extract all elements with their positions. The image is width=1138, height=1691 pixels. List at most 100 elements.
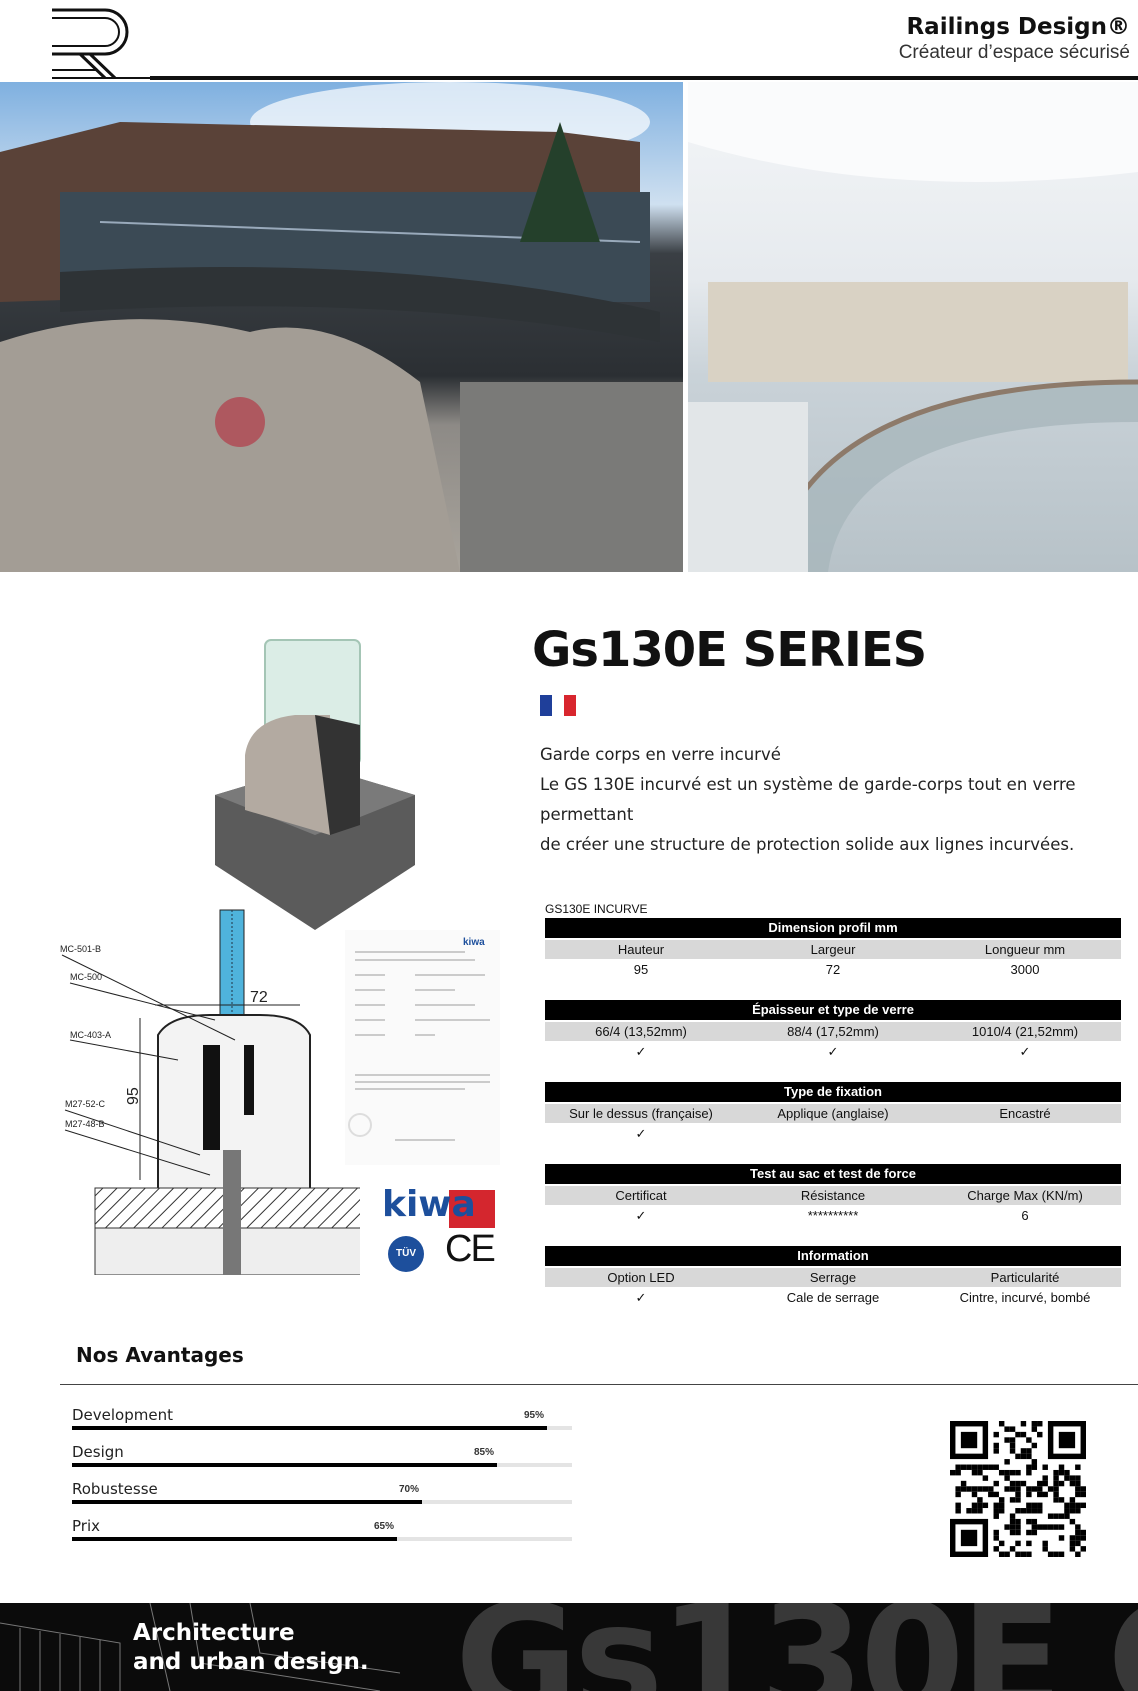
kiwa-logo-text: kiwa <box>382 1184 476 1225</box>
railings-design-logo <box>52 8 150 80</box>
cell-value: 95 <box>633 962 649 977</box>
progress-fill <box>72 1426 547 1430</box>
building-sketch-illustration <box>0 1603 401 1691</box>
drawing-label: M27-48-B <box>65 1119 105 1129</box>
progress-fill <box>72 1463 497 1467</box>
kiwa-logo: kiwa <box>382 1184 495 1230</box>
house-balcony-photo <box>0 82 683 572</box>
section-header: Type de fixation <box>545 1082 1121 1102</box>
value-row: 95 72 3000 <box>545 959 1121 980</box>
advantage-label: Robustesse <box>72 1480 158 1498</box>
drawing-label: M27-52-C <box>65 1099 106 1109</box>
table-caption: GS130E INCURVE <box>545 902 648 916</box>
cell-value: ✓ <box>635 1126 647 1141</box>
cell-value: Cale de serrage <box>786 1290 880 1305</box>
cell-value: 72 <box>825 962 841 977</box>
cell-value: ✓ <box>635 1208 647 1223</box>
footer-line1: Architecture <box>133 1620 295 1646</box>
advantage-percent: 65% <box>373 1521 394 1532</box>
column-headers: Certificat Résistance Charge Max (KN/m) <box>545 1186 1121 1205</box>
progress-track <box>72 1500 572 1504</box>
kiwa-certificate-document: kiwa <box>345 930 500 1165</box>
cell-value: 6 <box>1021 1208 1029 1223</box>
brand-tagline: Créateur d’espace sécurisé <box>898 42 1130 63</box>
advantage-bar: Prix 65% <box>72 1517 572 1554</box>
section-header: Information <box>545 1246 1121 1266</box>
cell-value <box>929 1123 1121 1144</box>
footer-watermark: Gs130E C <box>455 1603 1138 1691</box>
product-title: Gs130E SERIES <box>532 622 927 678</box>
column-header: Résistance <box>800 1188 866 1203</box>
column-header: Option LED <box>607 1270 675 1285</box>
france-flag-icon <box>540 695 576 716</box>
product-description: Garde corps en verre incurvé Le GS 130E … <box>540 740 1138 860</box>
specs-table: GS130E INCURVE Dimension profil mm Hauteu… <box>545 900 1121 1328</box>
column-header: Sur le dessus (française) <box>569 1106 713 1121</box>
progress-fill <box>72 1537 397 1541</box>
advantage-label: Development <box>72 1406 173 1424</box>
cell-value: ✓ <box>635 1290 647 1305</box>
advantage-percent: 95% <box>523 1410 544 1421</box>
advantage-bar: Design 85% <box>72 1443 572 1480</box>
brand-name: Railings Design® <box>906 14 1130 40</box>
column-header: Encastré <box>999 1106 1051 1121</box>
cell-value: ✓ <box>827 1044 839 1059</box>
advantages-divider <box>60 1384 1138 1385</box>
section-header: Épaisseur et type de verre <box>545 1000 1121 1020</box>
drawing-label: MC-501-B <box>60 944 101 954</box>
progress-track <box>72 1426 572 1430</box>
cell-value: 3000 <box>1010 962 1040 977</box>
column-headers: 66/4 (13,52mm) 88/4 (17,52mm) 1010/4 (21,5… <box>545 1022 1121 1041</box>
ce-mark-icon: CE <box>445 1228 496 1271</box>
ce-text: CE <box>445 1228 496 1270</box>
advantage-percent: 85% <box>473 1447 494 1458</box>
section-header: Dimension profil mm <box>545 918 1121 938</box>
dimension-height: 95 <box>125 1087 142 1105</box>
column-header: 66/4 (13,52mm) <box>595 1024 687 1039</box>
advantage-bar: Robustesse 70% <box>72 1480 572 1517</box>
section-header: Test au sac et test de force <box>545 1164 1121 1184</box>
value-row: ✓ ********** 6 <box>545 1205 1121 1226</box>
footer-banner: Gs130E C Architecture and urban design. <box>0 1603 1138 1691</box>
advantage-percent: 70% <box>398 1484 419 1495</box>
description-line: de créer une structure de protection sol… <box>540 835 1075 854</box>
column-header: 1010/4 (21,52mm) <box>971 1024 1079 1039</box>
tuv-text: TÜV <box>396 1248 416 1259</box>
column-header: 88/4 (17,52mm) <box>787 1024 879 1039</box>
header-divider <box>150 76 1138 80</box>
drawing-label: MC-403-A <box>70 1030 111 1040</box>
product-render <box>215 639 415 930</box>
cell-value: Cintre, incurvé, bombé <box>959 1290 1091 1305</box>
brand-block: Railings Design® Créateur d’espace sécur… <box>899 14 1130 64</box>
advantage-bar: Development 95% <box>72 1406 572 1443</box>
qr-code[interactable] <box>950 1420 1086 1558</box>
footer-line2: and urban design. <box>133 1649 369 1675</box>
drawing-label: MC-500 <box>70 972 102 982</box>
advantage-label: Design <box>72 1443 124 1461</box>
value-row: ✓ Cale de serrage Cintre, incurvé, bombé <box>545 1287 1121 1308</box>
dimension-width: 72 <box>250 989 268 1006</box>
column-header: Applique (anglaise) <box>777 1106 889 1121</box>
footer-tagline: Architecture and urban design. <box>133 1619 369 1677</box>
column-header: Hauteur <box>617 942 665 957</box>
progress-track <box>72 1537 572 1541</box>
cell-value: ********** <box>807 1208 859 1223</box>
description-line: Le GS 130E incurvé est un système de gar… <box>540 775 1076 824</box>
spec-section: Épaisseur et type de verre 66/4 (13,52mm)… <box>545 1000 1121 1062</box>
column-header: Charge Max (KN/m) <box>967 1188 1083 1203</box>
progress-track <box>72 1463 572 1467</box>
value-row: ✓ <box>545 1123 1121 1144</box>
column-header: Certificat <box>615 1188 667 1203</box>
cell-value <box>737 1123 929 1144</box>
cell-value: ✓ <box>1019 1044 1031 1059</box>
technical-drawing: MC-501-B MC-500 MC-403-A M27-52-C M27-48… <box>60 909 360 1275</box>
column-header: Particularité <box>990 1270 1060 1285</box>
column-header: Longueur mm <box>984 942 1066 957</box>
cell-value: ✓ <box>635 1044 647 1059</box>
tuv-badge-icon: TÜV <box>388 1236 424 1272</box>
